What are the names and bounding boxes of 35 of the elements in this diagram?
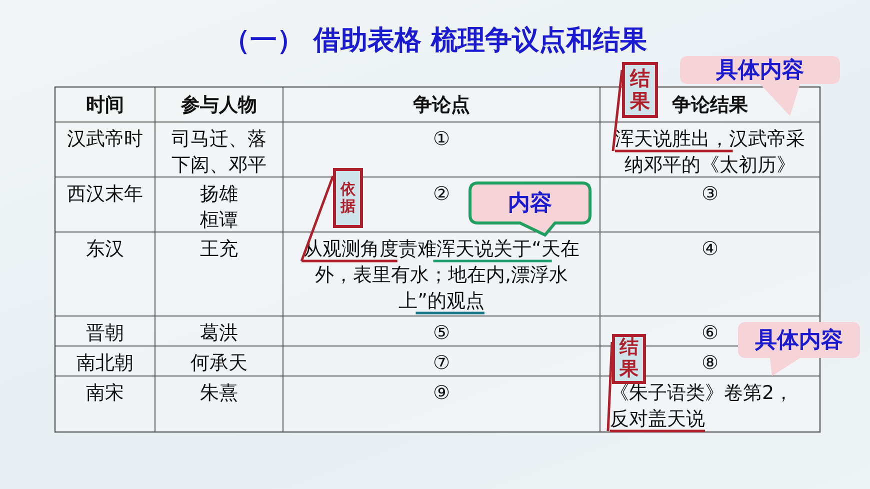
cell-text: 王充	[200, 237, 238, 262]
title: （一） 借助表格 梳理争议点和结果	[222, 24, 648, 58]
cell-text: ③	[701, 182, 719, 207]
leader-line	[612, 70, 624, 152]
speech-bubble: 内容	[468, 181, 592, 237]
cell-text: ②	[432, 182, 450, 207]
header-text: 争论结果	[672, 92, 748, 118]
label-tag: 结果	[622, 62, 658, 118]
leader-line	[300, 176, 398, 262]
header-text: 参与人物	[181, 92, 257, 118]
cell-text: 浑天说胜出，汉武帝采纳邓平的《太初历》	[615, 126, 805, 178]
cell-text: ⑤	[432, 321, 450, 346]
label-tag: 依据	[333, 168, 363, 228]
cell-text: 晋朝	[86, 321, 124, 346]
cell-text: 朱熹	[200, 381, 238, 406]
cell-text: 葛洪	[200, 321, 238, 346]
cell-text: 汉武帝时	[67, 127, 143, 152]
cell-text: 南宋	[86, 381, 124, 406]
cell-text: ⑦	[432, 351, 450, 376]
cell-text: ⑧	[701, 351, 719, 376]
cell-text: ④	[701, 237, 719, 262]
cell-text: 司马迁、落下闳、邓平	[170, 127, 268, 178]
cell-text: 何承天	[190, 351, 248, 376]
cell-text: ①	[432, 127, 450, 152]
label-tag: 结果	[612, 334, 646, 384]
cell-text: 西汉末年	[67, 182, 143, 207]
cell-text: 扬雄桓谭	[199, 182, 239, 233]
cell-text: 南北朝	[76, 351, 134, 376]
cell-text: ⑨	[432, 381, 450, 406]
cell-text: ⑥	[701, 321, 719, 346]
leader-line	[606, 342, 614, 432]
header-text: 争论点	[413, 92, 470, 118]
header-text: 时间	[86, 92, 124, 118]
speech-bubble: 具体内容	[736, 320, 862, 378]
cell-text: 东汉	[86, 237, 124, 262]
